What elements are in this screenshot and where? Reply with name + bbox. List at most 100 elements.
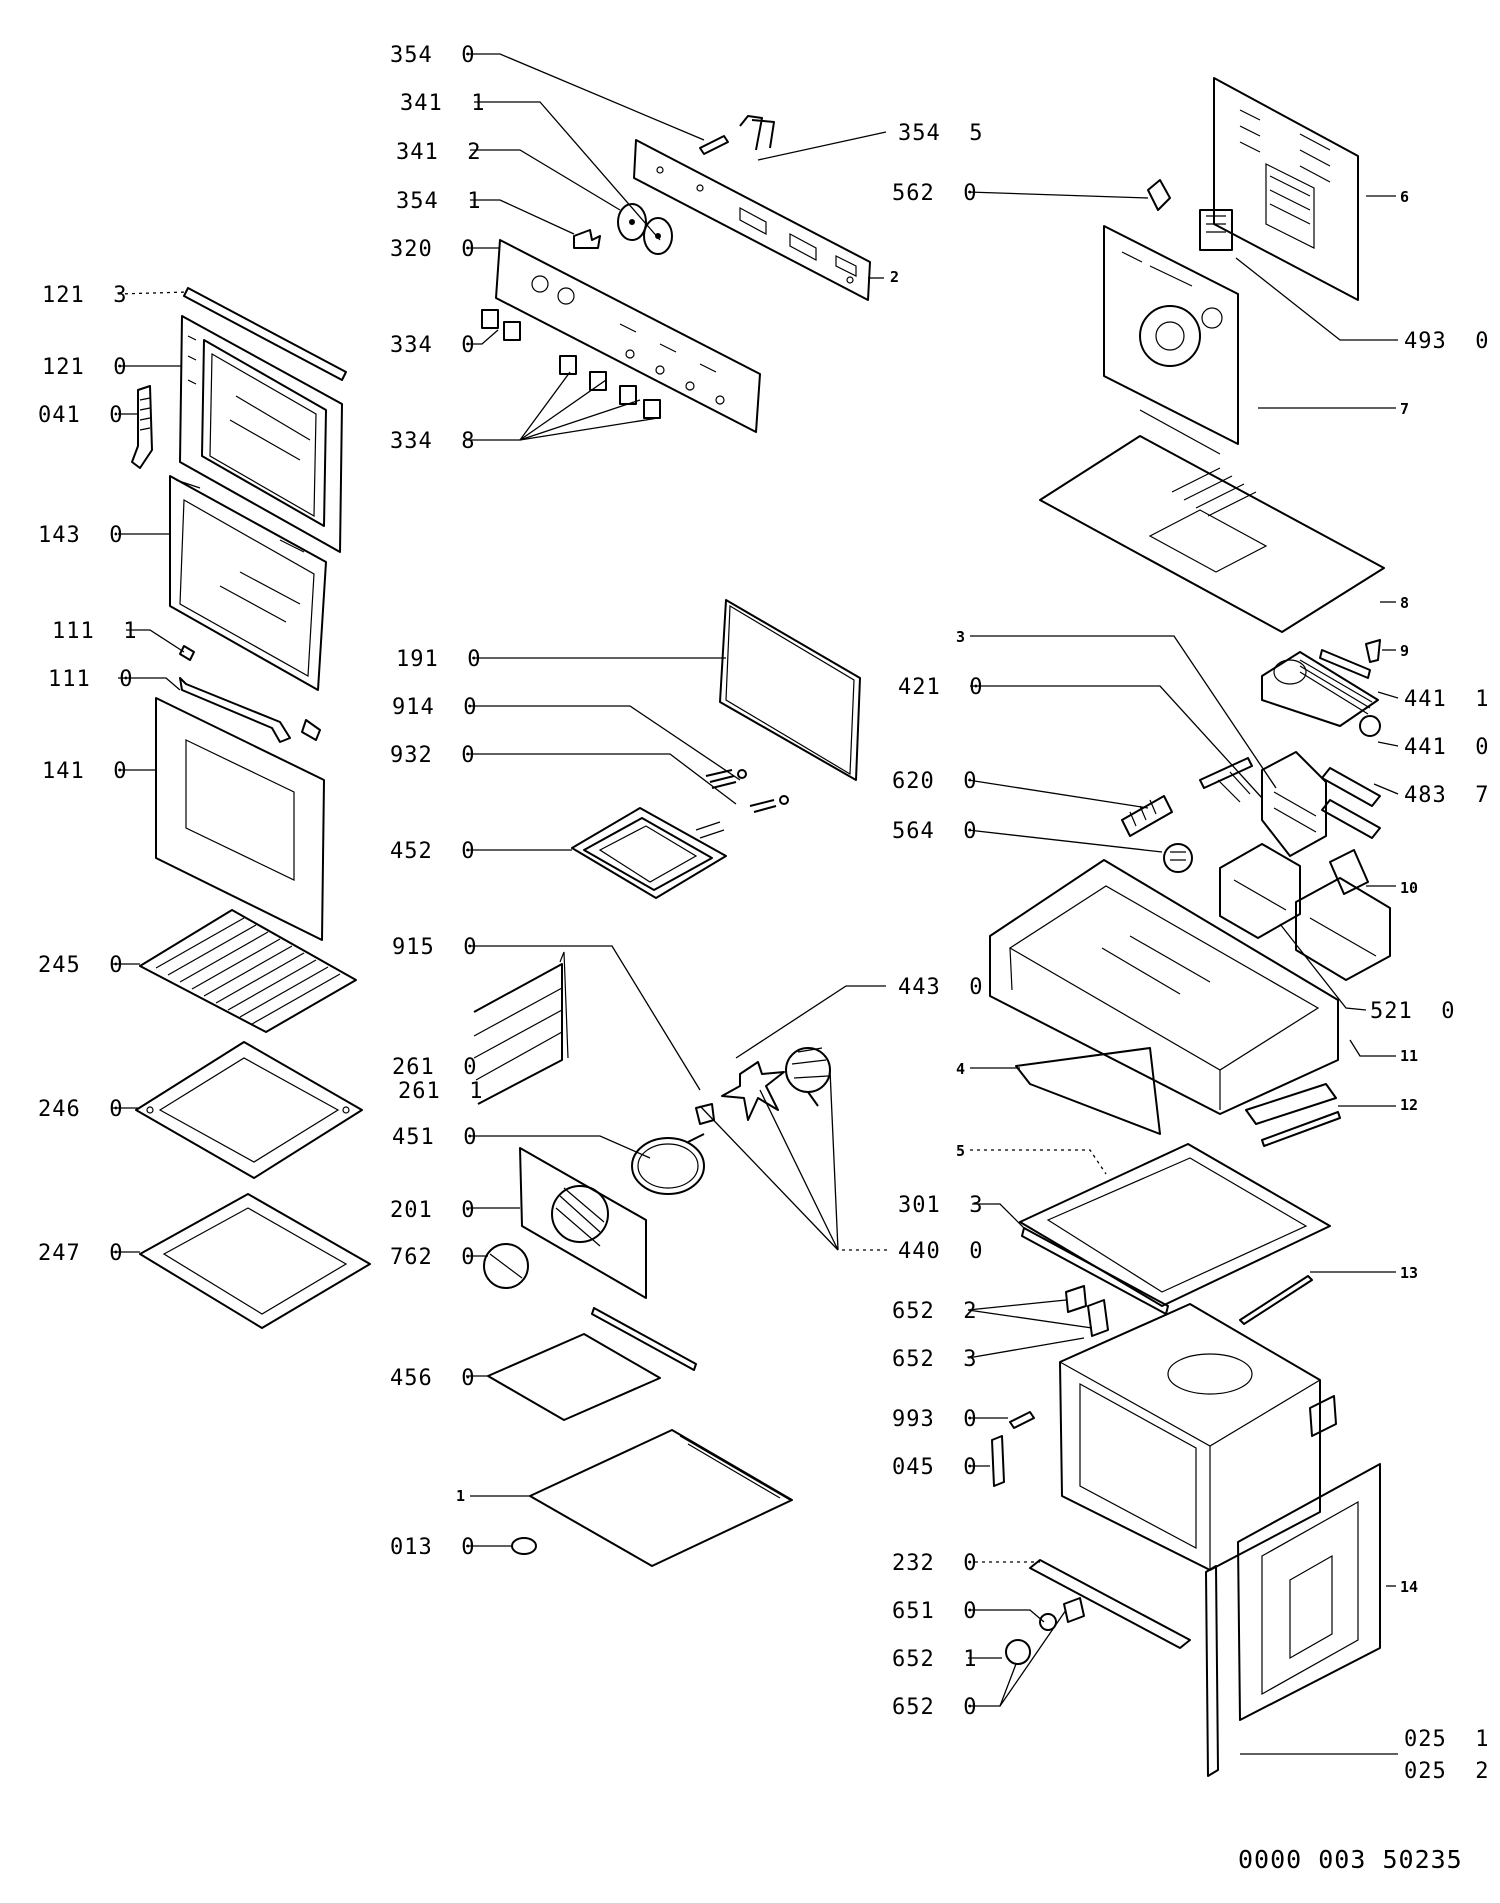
fan-motor — [785, 1047, 831, 1107]
bottom-panel — [529, 1429, 793, 1567]
part-label-932-0: 932 0 — [390, 743, 475, 768]
part-label-652-1: 652 1 — [892, 1647, 977, 1672]
terminal-block — [1121, 795, 1173, 837]
timer-motor — [1163, 843, 1193, 873]
thermostat-probe — [699, 135, 729, 155]
part-label-483-7: 483 7 — [1404, 783, 1489, 808]
part-label-762-0: 762 0 — [390, 1245, 475, 1270]
cooling-fan-assembly — [1261, 651, 1381, 737]
rear-cover — [1213, 77, 1359, 301]
part-label-354-1: 354 1 — [396, 189, 481, 214]
door-catch — [991, 1435, 1005, 1487]
part-label-320-0: 320 0 — [390, 237, 475, 262]
part-labels-left: 121 3 121 0 041 0 143 0 111 1 111 0 141 … — [38, 283, 137, 1266]
part-labels-center-right: 354 5 562 0 443 0 440 0 421 0 620 0 564 … — [892, 121, 983, 1720]
part-label-121-3: 121 3 — [42, 283, 127, 308]
part-label-246-0: 246 0 — [38, 1097, 123, 1122]
part-label-013-0: 013 0 — [390, 1535, 475, 1560]
control-knob-discs — [617, 203, 673, 255]
bottom-heating-element — [487, 1307, 697, 1421]
fan-housing-panel — [1103, 225, 1239, 455]
part-label-562-0: 562 0 — [892, 181, 977, 206]
part-label-041-0: 041 0 — [38, 403, 123, 428]
part-labels-right: 493 0 441 1 441 0 483 7 521 0 025 1 025 … — [1370, 329, 1489, 1784]
part-label-493-0: 493 0 — [1404, 329, 1489, 354]
fan-blade — [721, 1061, 785, 1121]
part-label-261-1: 261 1 — [398, 1079, 483, 1104]
cavity-floor-panel — [1019, 1143, 1331, 1307]
door-handle-parts — [179, 645, 321, 743]
door-hinge — [131, 385, 153, 469]
position-number-12: 12 — [1400, 1096, 1418, 1114]
springs-and-clips — [705, 769, 789, 813]
oven-door-seal — [719, 599, 861, 781]
bottom-trim — [1245, 1083, 1341, 1147]
part-label-915-0: 915 0 — [392, 935, 477, 960]
switch-buttons — [481, 309, 661, 419]
part-label-441-0: 441 0 — [1404, 735, 1489, 760]
thermal-switch — [1199, 209, 1233, 251]
part-label-652-2: 652 2 — [892, 1299, 977, 1324]
part-label-443-0: 443 0 — [898, 975, 983, 1000]
part-label-141-0: 141 0 — [42, 759, 127, 784]
part-label-201-0: 201 0 — [390, 1198, 475, 1223]
base-frame — [989, 859, 1339, 1115]
side-rail — [1021, 1227, 1169, 1315]
position-numbers: 1 2 3 4 5 6 7 8 9 10 11 12 13 14 — [456, 188, 1418, 1596]
part-label-354-0: 354 0 — [390, 43, 475, 68]
screw — [1009, 1411, 1035, 1429]
part-label-441-1: 441 1 — [1404, 687, 1489, 712]
part-label-245-0: 245 0 — [38, 953, 123, 978]
part-label-451-0: 451 0 — [392, 1125, 477, 1150]
knob-parts — [1005, 1597, 1085, 1665]
leader-lines — [112, 53, 1399, 1755]
part-label-341-1: 341 1 — [400, 91, 485, 116]
part-label-652-0: 652 0 — [892, 1695, 977, 1720]
part-label-301-3: 301 3 — [898, 1193, 983, 1218]
part-label-143-0: 143 0 — [38, 523, 123, 548]
part-label-652-3: 652 3 — [892, 1347, 977, 1372]
baking-tray-deep — [139, 1193, 371, 1329]
position-number-11: 11 — [1400, 1047, 1418, 1065]
part-label-914-0: 914 0 — [392, 695, 477, 720]
position-number-3: 3 — [956, 628, 965, 646]
document-number: 0000 003 50235 — [1238, 1845, 1463, 1874]
thermostat-bar — [1199, 757, 1253, 803]
position-number-2: 2 — [890, 268, 899, 286]
oven-cavity — [1059, 1303, 1337, 1571]
part-label-564-0: 564 0 — [892, 819, 977, 844]
part-label-247-0: 247 0 — [38, 1241, 123, 1266]
position-number-9: 9 — [1400, 642, 1409, 660]
outer-door-panel — [155, 697, 325, 941]
part-label-111-1: 111 1 — [52, 619, 137, 644]
part-label-651-0: 651 0 — [892, 1599, 977, 1624]
top-cover — [1039, 435, 1385, 633]
part-label-620-0: 620 0 — [892, 769, 977, 794]
control-panel-front — [495, 239, 761, 433]
part-label-341-2: 341 2 — [396, 140, 481, 165]
shelf-side-rails — [473, 951, 569, 1105]
position-number-6: 6 — [1400, 188, 1409, 206]
back-cover-fan — [519, 1147, 647, 1299]
part-label-191-0: 191 0 — [396, 647, 481, 672]
door-seal-strip — [183, 287, 347, 381]
position-number-8: 8 — [1400, 594, 1409, 612]
position-number-13: 13 — [1400, 1264, 1418, 1282]
part-label-993-0: 993 0 — [892, 1407, 977, 1432]
part-label-452-0: 452 0 — [390, 839, 475, 864]
position-number-1: 1 — [456, 1487, 465, 1505]
part-label-440-0: 440 0 — [898, 1239, 983, 1264]
lamp-holder-parts — [1065, 1285, 1109, 1337]
door-middle-glass — [169, 475, 327, 691]
control-panel-back-plate — [633, 139, 871, 301]
side-trim — [1015, 1047, 1161, 1135]
part-label-354-5: 354 5 — [898, 121, 983, 146]
control-module — [1219, 843, 1391, 981]
part-label-456-0: 456 0 — [390, 1366, 475, 1391]
terminal-strip — [1319, 649, 1371, 679]
fan-cover-disc — [483, 1243, 529, 1289]
wire-shelf — [139, 909, 357, 1033]
small-bracket — [1365, 639, 1381, 663]
side-strip-tall — [1205, 1565, 1219, 1777]
